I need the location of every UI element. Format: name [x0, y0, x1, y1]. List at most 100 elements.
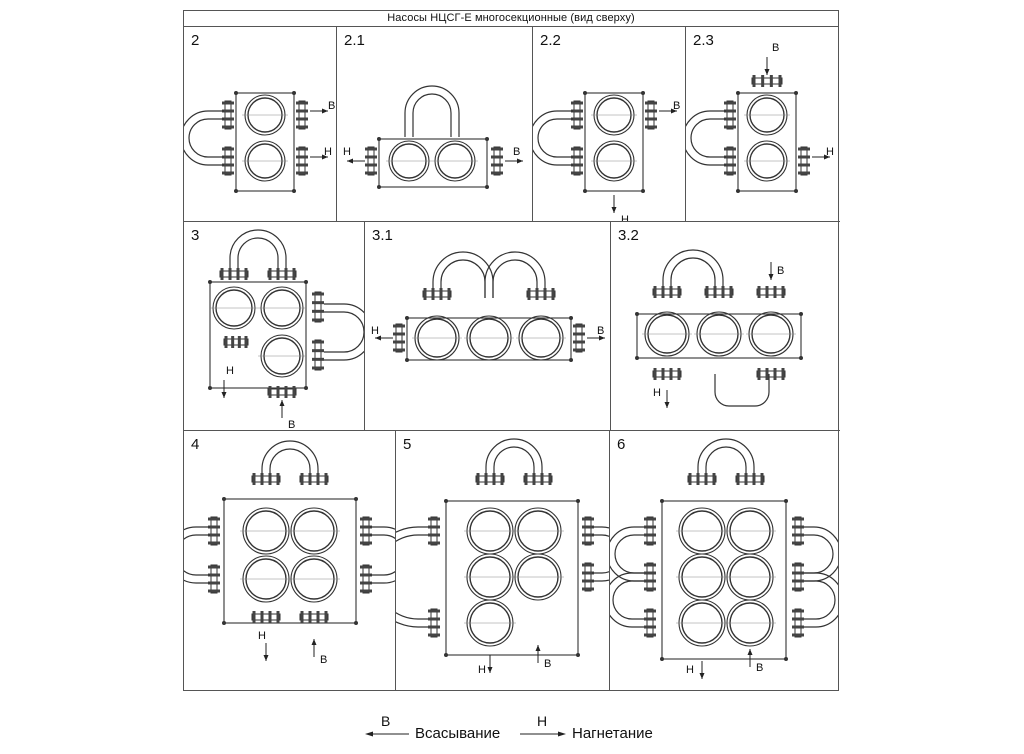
flange-bolt — [208, 589, 220, 593]
flange-bolt — [428, 533, 440, 537]
flow-arrowhead — [279, 400, 285, 406]
flange-bolt — [752, 473, 756, 485]
bypass-pipe — [804, 580, 836, 620]
flange — [219, 270, 249, 278]
flange-bolt — [744, 473, 748, 485]
flange-bolt — [484, 473, 488, 485]
flange-bolt — [423, 288, 427, 300]
bypass-pipe — [485, 438, 543, 481]
flow-arrowhead — [664, 402, 670, 408]
flange — [210, 564, 218, 594]
frame-bolt — [234, 91, 238, 95]
flange-bolt — [705, 286, 709, 298]
flange-bolt — [532, 473, 536, 485]
flange-bolt — [492, 473, 496, 485]
frame-bolt — [736, 189, 740, 193]
flange-bolt — [360, 589, 372, 593]
flange-bolt — [316, 473, 320, 485]
flange-bolt — [571, 163, 583, 167]
flange — [210, 516, 218, 546]
flow-arrowhead — [263, 655, 269, 661]
flange-bolt — [798, 171, 810, 175]
port-letter: В — [513, 146, 520, 158]
flow-arrowhead — [824, 154, 830, 160]
flange — [575, 323, 583, 353]
bypass-pipe — [261, 440, 319, 483]
diagram-label: 3.2 — [618, 227, 639, 244]
flange-bolt — [312, 357, 324, 361]
flange-bolt — [724, 117, 736, 121]
flange-bolt — [252, 611, 256, 623]
flange — [646, 608, 654, 638]
pump-frame — [406, 317, 572, 361]
frame-bolt — [576, 499, 580, 503]
flange-bolt — [645, 125, 657, 129]
diagram-label: 3.1 — [372, 227, 393, 244]
flange-bolt — [582, 517, 594, 521]
flange-bolt — [491, 147, 503, 151]
pump-frame — [445, 500, 579, 656]
flange-bolt — [798, 163, 810, 167]
flange-bolt — [308, 611, 312, 623]
flange — [726, 146, 734, 176]
flow-arrowhead — [517, 158, 523, 164]
flow-arrowhead — [311, 639, 317, 645]
flange-bolt — [792, 633, 804, 637]
flange-bolt — [431, 288, 435, 300]
flange-bolt — [644, 533, 656, 537]
flange-bolt — [491, 171, 503, 175]
flange-bolt — [582, 579, 594, 583]
flange-bolt — [571, 109, 583, 113]
flange-bolt — [582, 525, 594, 529]
flange-bolt — [792, 533, 804, 537]
flow-arrowhead — [768, 274, 774, 280]
flange-bolt — [276, 268, 280, 280]
flange — [422, 290, 452, 298]
flange-bolt — [491, 155, 503, 159]
flange-bolt — [792, 587, 804, 591]
flange-bolt — [312, 292, 324, 296]
flange-bolt — [208, 581, 220, 585]
flange-bolt — [360, 581, 372, 585]
frame-bolt — [304, 280, 308, 284]
flange-bolt — [268, 386, 272, 398]
discharge-arrow-icon — [520, 731, 566, 737]
flange-bolt — [677, 368, 681, 380]
flange-bolt — [308, 473, 312, 485]
flange-bolt — [677, 286, 681, 298]
frame-bolt — [794, 189, 798, 193]
flange-bolt — [296, 171, 308, 175]
flange — [362, 564, 370, 594]
bypass-pipe — [804, 526, 838, 582]
flange-bolt — [428, 525, 440, 529]
flange — [573, 100, 581, 130]
flange — [646, 562, 654, 592]
pump-frame — [223, 498, 357, 624]
flow-arrowhead — [699, 673, 705, 679]
flange-bolt — [244, 268, 248, 280]
diagram-label: 4 — [191, 436, 200, 453]
bypass-pipe — [440, 259, 486, 298]
flange-bolt — [284, 386, 288, 398]
flange-bolt — [644, 633, 656, 637]
flange-bolt — [704, 473, 708, 485]
frame-bolt — [784, 499, 788, 503]
flange-bolt — [428, 625, 440, 629]
flange — [652, 288, 682, 296]
flange-bolt — [540, 473, 544, 485]
bypass-pipe — [412, 93, 452, 137]
frame-bolt — [660, 499, 664, 503]
flange-bolt — [792, 571, 804, 575]
bypass-pipe — [662, 249, 724, 296]
flange-bolt — [312, 340, 324, 344]
frame-bolt — [784, 657, 788, 661]
flange-bolt — [208, 565, 220, 569]
flange-bolt — [447, 288, 451, 300]
bypass-pipe — [432, 251, 494, 298]
flange — [362, 516, 370, 546]
flange-bolt — [543, 288, 547, 300]
port-letter: Н — [343, 146, 351, 158]
